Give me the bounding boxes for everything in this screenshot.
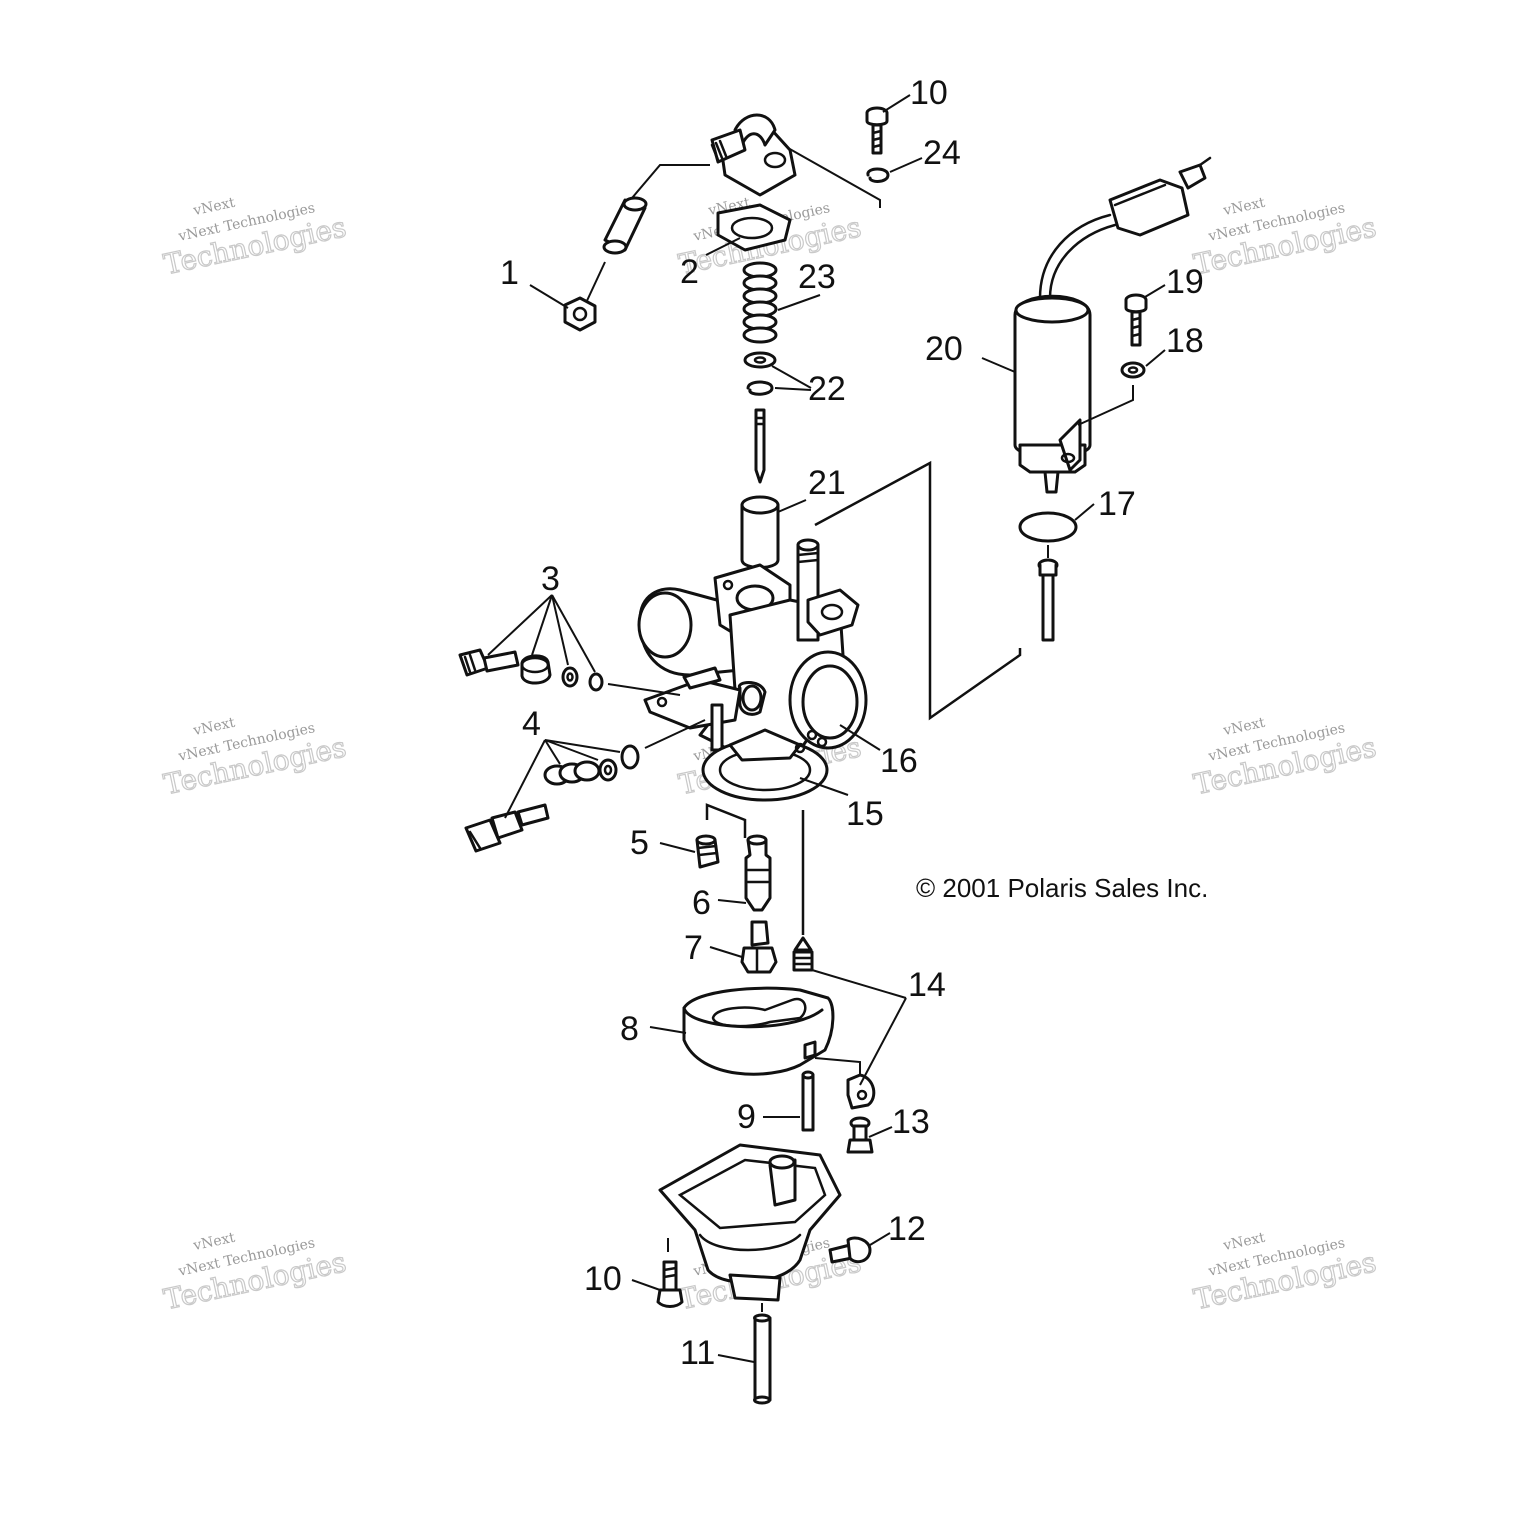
pin-part-9 bbox=[801, 1070, 815, 1132]
watermark-mid-right: vNext vNext Technologies Technologies bbox=[1190, 715, 1379, 802]
fuel-line-segment bbox=[602, 196, 648, 255]
callout-2: 2 bbox=[680, 253, 699, 291]
callout-6: 6 bbox=[692, 884, 711, 922]
callout-18: 18 bbox=[1166, 322, 1204, 360]
main-jet-part-7 bbox=[740, 920, 778, 974]
gasket-part-2 bbox=[716, 203, 792, 252]
callout-13: 13 bbox=[892, 1103, 930, 1141]
callout-17: 17 bbox=[1098, 485, 1136, 523]
needle-set-part-22 bbox=[743, 351, 777, 484]
callout-24: 24 bbox=[923, 134, 961, 172]
callout-14: 14 bbox=[908, 966, 946, 1004]
throttle-slide-part-21 bbox=[740, 495, 780, 569]
watermark-brand: vNext bbox=[191, 195, 237, 220]
screw-part-13 bbox=[846, 1116, 874, 1154]
callout-20: 20 bbox=[925, 330, 963, 368]
callout-23: 23 bbox=[798, 258, 836, 296]
callout-12: 12 bbox=[888, 1210, 926, 1248]
watermark-brand: vNext bbox=[1221, 195, 1267, 220]
solenoid-plunger bbox=[1037, 558, 1059, 642]
callout-10-bottom: 10 bbox=[584, 1260, 622, 1298]
watermark-bottom-right: vNext vNext Technologies Technologies bbox=[1190, 1230, 1379, 1317]
screw-part-19 bbox=[1124, 293, 1148, 347]
washer-part-24 bbox=[866, 167, 890, 183]
callout-8: 8 bbox=[620, 1010, 639, 1048]
callout-22: 22 bbox=[808, 370, 846, 408]
callout-3: 3 bbox=[541, 560, 560, 598]
watermark-brand: vNext bbox=[1221, 1230, 1267, 1255]
callout-5: 5 bbox=[630, 824, 649, 862]
carb-top-cap bbox=[710, 113, 797, 197]
callout-21: 21 bbox=[808, 464, 846, 502]
callout-9: 9 bbox=[737, 1098, 756, 1136]
watermark-mid-left: vNext vNext Technologies Technologies bbox=[160, 715, 349, 802]
o-ring-part-17 bbox=[1018, 511, 1078, 543]
nut-part-1 bbox=[563, 296, 597, 332]
callout-16: 16 bbox=[880, 742, 918, 780]
screw-part-12 bbox=[828, 1236, 872, 1264]
float-bowl bbox=[658, 1143, 842, 1302]
copyright-notice: © 2001 Polaris Sales Inc. bbox=[916, 873, 1208, 903]
watermark-top-right: vNext vNext Technologies Technologies bbox=[1190, 195, 1379, 282]
carburetor-body bbox=[637, 538, 868, 802]
washer-part-18 bbox=[1120, 361, 1146, 379]
callout-11: 11 bbox=[680, 1334, 715, 1372]
float-needle-part-14 bbox=[792, 936, 814, 972]
callout-15: 15 bbox=[846, 795, 884, 833]
float-part-8 bbox=[682, 986, 835, 1076]
screw-set-part-4 bbox=[464, 744, 640, 853]
emulsion-tube-part-6 bbox=[744, 834, 772, 912]
screw-set-part-3 bbox=[458, 648, 604, 692]
watermark-bottom-left: vNext vNext Technologies Technologies bbox=[160, 1230, 349, 1317]
solenoid-part-20 bbox=[1013, 156, 1212, 494]
screw-part-10-top bbox=[865, 106, 889, 155]
spring-part-23 bbox=[742, 261, 778, 344]
callout-7: 7 bbox=[684, 929, 703, 967]
jet-part-5 bbox=[695, 834, 720, 869]
callout-10-top: 10 bbox=[910, 74, 948, 112]
drain-hose-part-11 bbox=[753, 1313, 772, 1405]
watermark-top-left: vNext vNext Technologies Technologies bbox=[160, 195, 349, 282]
watermark-brand: vNext bbox=[191, 715, 237, 740]
screw-part-10-bottom bbox=[656, 1260, 684, 1308]
callout-19: 19 bbox=[1166, 263, 1204, 301]
callout-1: 1 bbox=[500, 254, 519, 292]
watermark-brand: vNext bbox=[1221, 715, 1267, 740]
callout-4: 4 bbox=[522, 705, 541, 743]
watermark-brand: vNext bbox=[191, 1230, 237, 1255]
